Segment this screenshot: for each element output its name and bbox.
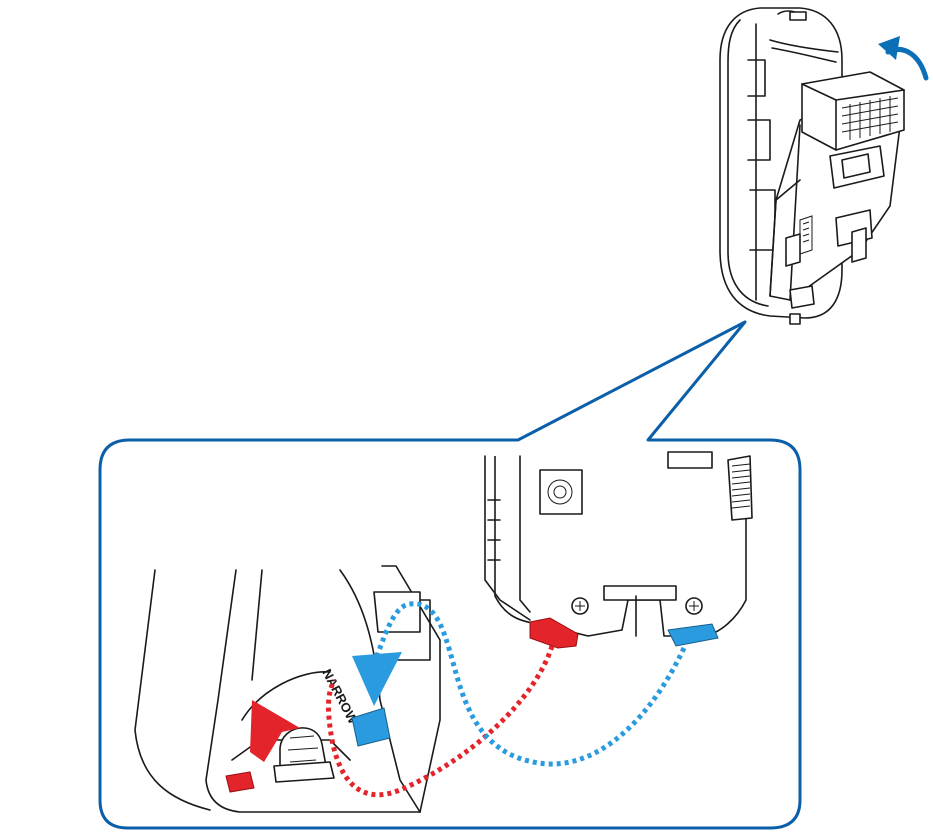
red-clip-base <box>225 771 255 793</box>
blue-arrow-icon <box>352 652 402 706</box>
blue-clip-base <box>351 707 391 747</box>
terminal-block <box>801 71 905 151</box>
callout-bubble <box>98 320 802 830</box>
detector-assembly <box>719 7 905 325</box>
curved-arrow-icon <box>878 36 929 81</box>
blue-dotted-path <box>369 601 687 767</box>
blue-clip-board <box>667 623 719 647</box>
red-dotted-path <box>326 645 555 798</box>
board-detail <box>484 451 753 637</box>
red-clip-board <box>529 617 579 649</box>
red-arrow-icon <box>250 700 300 762</box>
